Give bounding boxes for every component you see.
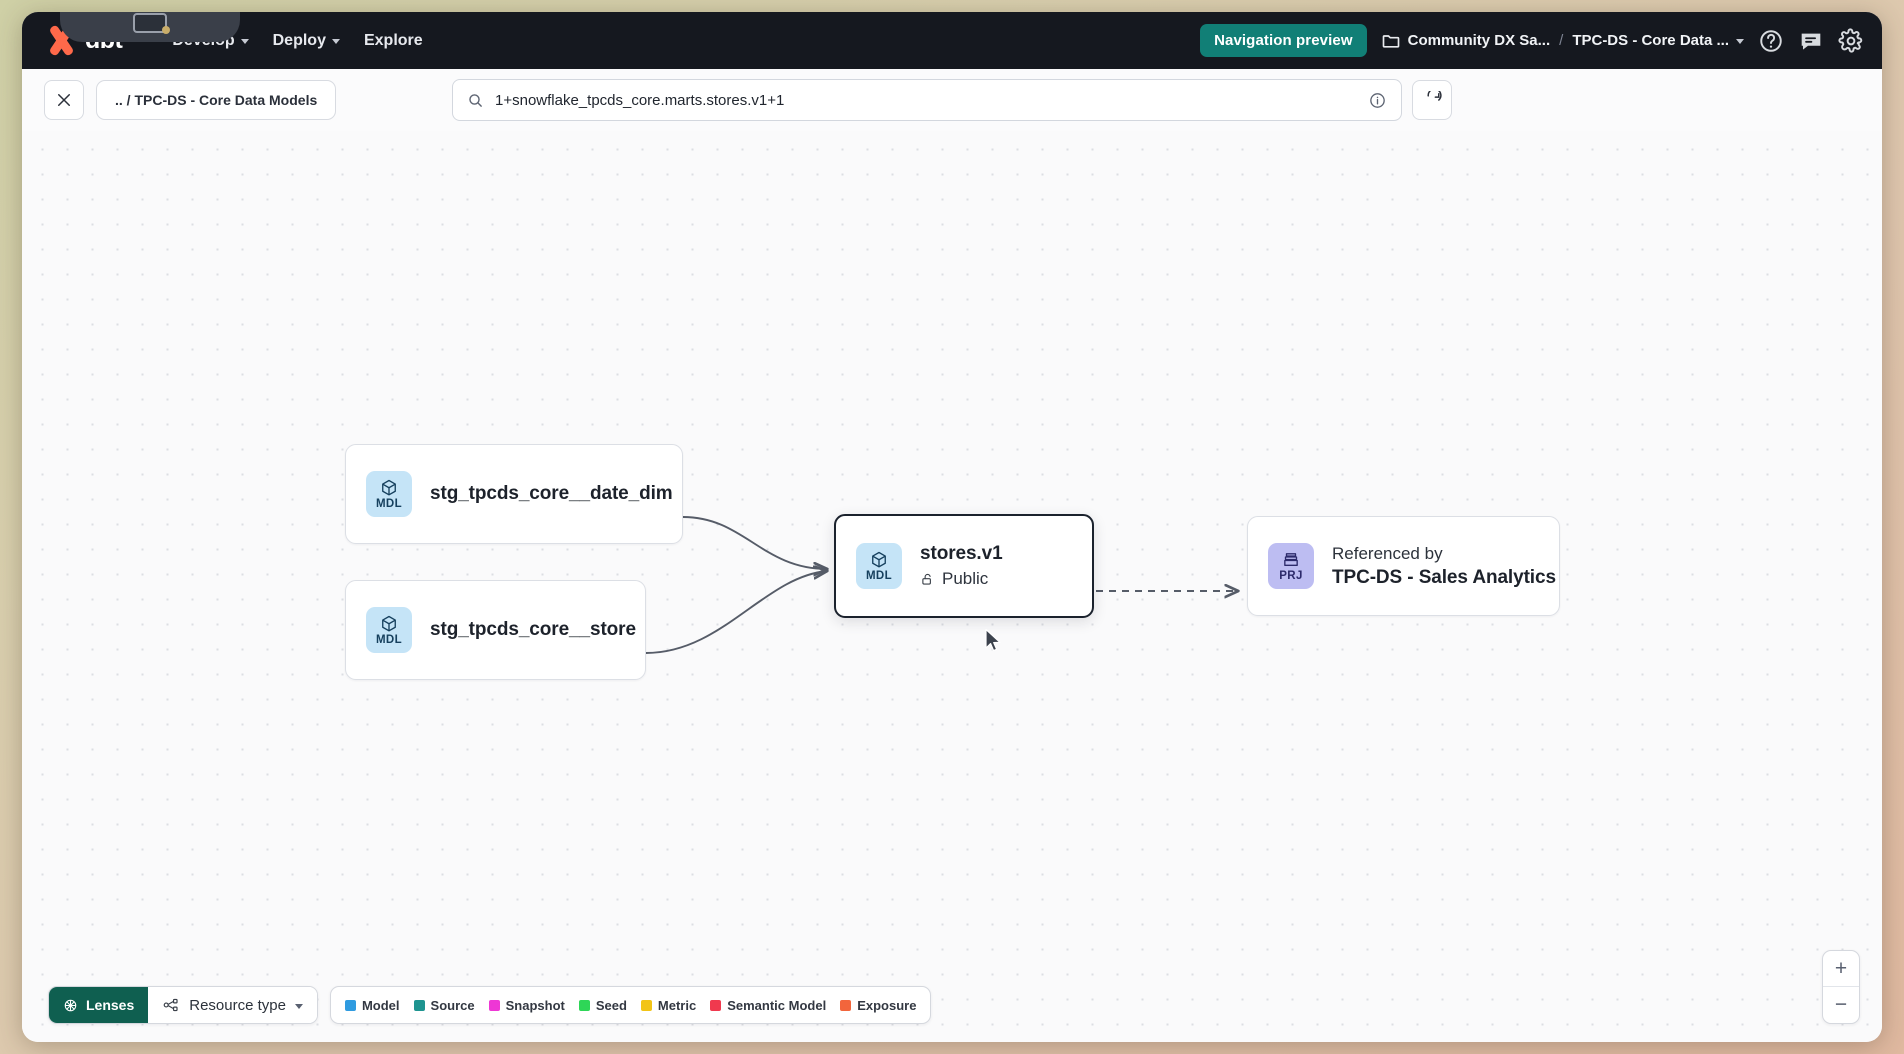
legend-item-exposure: Exposure (840, 998, 916, 1013)
lineage-search-group (452, 79, 1452, 121)
lineage-canvas[interactable]: MDL stg_tpcds_core__date_dim MDL stg_tpc… (22, 131, 1882, 1042)
node-badge-mdl: MDL (366, 607, 412, 653)
nav-item-deploy[interactable]: Deploy (261, 25, 352, 57)
lenses-group: Lenses Resource type (48, 986, 318, 1024)
node-access-label: Public (942, 569, 989, 588)
graph-node-sales-analytics-project[interactable]: PRJ Referenced by TPC-DS - Sales Analyti… (1247, 516, 1560, 616)
node-badge-mdl: MDL (366, 471, 412, 517)
legend-label: Semantic Model (727, 997, 827, 1013)
legend-swatch (640, 999, 652, 1011)
node-title: stores.v1 (920, 543, 1003, 564)
settings-icon[interactable] (1838, 27, 1864, 54)
legend-swatch (413, 999, 425, 1011)
explorer-toolbar: .. / TPC-DS - Core Data Models (22, 69, 1882, 131)
close-icon (58, 94, 70, 106)
refresh-icon (1426, 90, 1442, 101)
graph-node-stores-v1[interactable]: MDL stores.v1 Public (834, 514, 1094, 618)
node-badge-label: MDL (375, 633, 403, 646)
legend-label: Exposure (857, 997, 917, 1013)
zoom-out-button[interactable]: − (1834, 993, 1848, 1016)
node-text-group: stg_tpcds_core__store (430, 619, 636, 641)
lineage-search-box[interactable] (452, 79, 1402, 121)
node-badge-label: PRJ (1279, 569, 1303, 582)
navigation-preview-button[interactable]: Navigation preview (1200, 24, 1367, 57)
legend-swatch (710, 999, 722, 1011)
top-navbar: dbt Develop Deploy Explore Navigation pr… (22, 12, 1882, 69)
legend-label: Snapshot (505, 997, 565, 1013)
zoom-in-button[interactable]: + (1823, 951, 1859, 987)
legend-label: Source (430, 997, 475, 1013)
cube-icon (382, 479, 396, 496)
breadcrumb-separator: / (1559, 32, 1564, 49)
lens-icon (64, 999, 77, 1011)
search-icon (469, 93, 482, 107)
cube-icon (872, 551, 886, 568)
cube-icon (382, 615, 396, 632)
lineage-search-input[interactable] (495, 91, 1357, 109)
legend-swatch (344, 999, 356, 1011)
help-icon[interactable] (1758, 28, 1784, 54)
graph-node-stg-store[interactable]: MDL stg_tpcds_core__store (345, 580, 646, 680)
node-access-row: Public (920, 569, 1003, 589)
close-lineage-button[interactable] (44, 80, 84, 120)
node-text-group: Referenced by TPC-DS - Sales Analytics (1332, 544, 1556, 589)
feedback-icon[interactable] (1798, 28, 1824, 54)
zoom-controls: + − (1822, 950, 1860, 1024)
resource-type-label: Resource type (189, 996, 286, 1014)
lenses-button-label: Lenses (86, 997, 135, 1013)
node-text-group: stg_tpcds_core__date_dim (430, 483, 673, 505)
breadcrumb-account-label: Community DX Sa... (1407, 32, 1551, 49)
node-badge-mdl: MDL (856, 543, 902, 589)
chevron-down-icon (1736, 39, 1744, 44)
chevron-down-icon (294, 1003, 303, 1009)
resource-type-legend: Model Source Snapshot Seed Metric (329, 986, 932, 1024)
breadcrumb-account[interactable]: Community DX Sa... (1381, 31, 1551, 51)
lineage-breadcrumb-chip[interactable]: .. / TPC-DS - Core Data Models (96, 80, 337, 120)
node-text-group: stores.v1 Public (920, 543, 1003, 589)
legend-swatch (578, 999, 590, 1011)
legend-item-snapshot: Snapshot (488, 997, 565, 1013)
legend-swatch (840, 999, 852, 1011)
node-title: stg_tpcds_core__date_dim (430, 483, 673, 504)
legend-item-model: Model (344, 997, 400, 1013)
edge-date-dim-to-stores (682, 516, 827, 569)
legend-label: Model (361, 997, 400, 1013)
legend-label: Seed (595, 997, 627, 1013)
graph-node-stg-date-dim[interactable]: MDL stg_tpcds_core__date_dim (345, 444, 683, 544)
legend-item-semantic-model: Semantic Model (710, 998, 826, 1013)
folder-icon (1382, 34, 1399, 48)
navbar-breadcrumb: Community DX Sa... / TPC-DS - Core Data … (1381, 31, 1744, 51)
info-icon[interactable] (1368, 91, 1387, 110)
lenses-button[interactable]: Lenses (49, 987, 149, 1023)
refresh-graph-button[interactable] (1412, 80, 1452, 120)
device-notch (60, 12, 240, 42)
lineage-graph: MDL stg_tpcds_core__date_dim MDL stg_tpc… (22, 131, 1882, 1042)
edge-store-to-stores (645, 571, 827, 654)
node-badge-label: MDL (865, 569, 893, 582)
legend-item-source: Source (413, 997, 475, 1013)
legend-swatch (488, 999, 500, 1011)
node-badge-label: MDL (375, 497, 403, 510)
unlock-icon (922, 573, 931, 585)
nav-item-explore[interactable]: Explore (352, 25, 435, 57)
camera-icon (133, 13, 170, 34)
nodes-icon (163, 998, 178, 1012)
legend-item-metric: Metric (640, 997, 697, 1013)
resource-type-dropdown[interactable]: Resource type (148, 987, 317, 1023)
nav-item-deploy-label: Deploy (272, 31, 326, 49)
node-badge-prj: PRJ (1268, 543, 1314, 589)
node-title: TPC-DS - Sales Analytics (1332, 566, 1556, 588)
legend-label: Metric (657, 997, 697, 1013)
node-title: stg_tpcds_core__store (430, 619, 636, 640)
breadcrumb-project[interactable]: TPC-DS - Core Data ... (1572, 32, 1744, 49)
chevron-down-icon (240, 39, 249, 44)
breadcrumb-project-label: TPC-DS - Core Data ... (1572, 32, 1729, 49)
nav-item-explore-label: Explore (363, 31, 423, 49)
project-stack-icon (1284, 552, 1298, 566)
chevron-down-icon (331, 39, 340, 44)
lineage-bottom-bar: Lenses Resource type Model (48, 986, 932, 1024)
legend-item-seed: Seed (578, 997, 627, 1013)
node-kicker: Referenced by (1332, 543, 1443, 563)
navbar-right-group: Navigation preview Community DX Sa... / … (1200, 24, 1864, 57)
